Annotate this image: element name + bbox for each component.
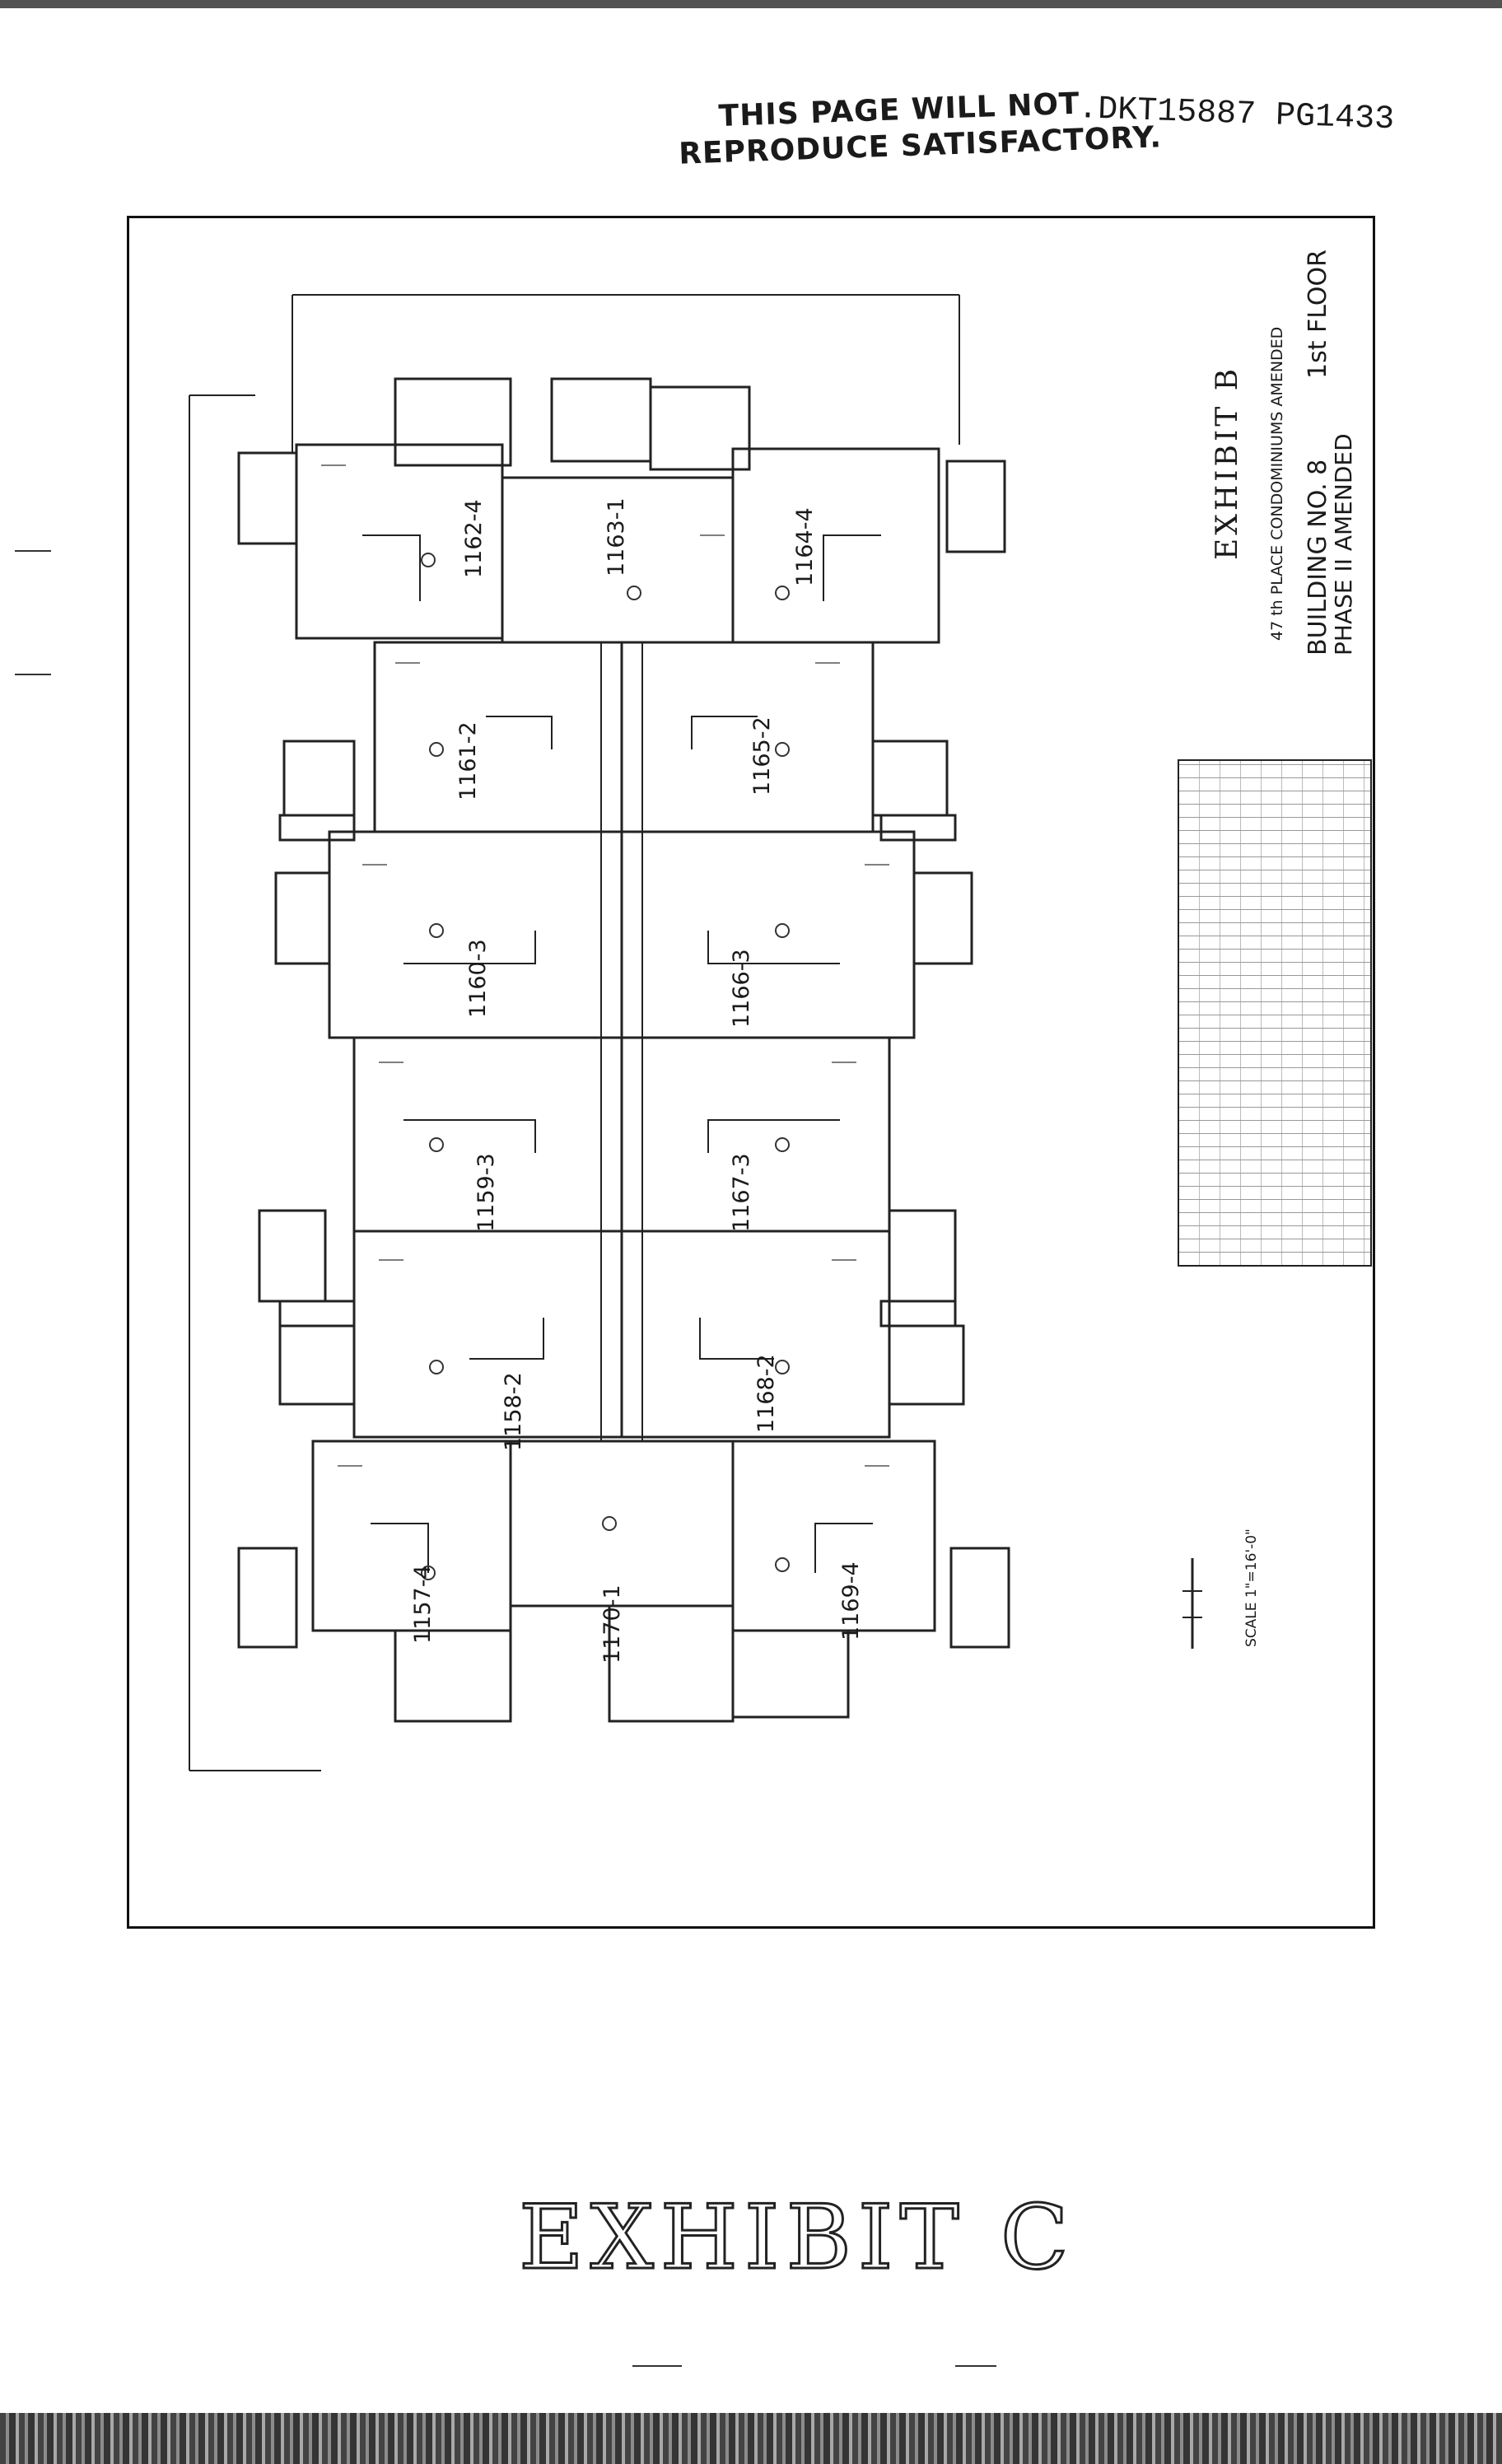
unit-label: 1170-1 bbox=[599, 1584, 625, 1664]
unit-label: 1168-2 bbox=[753, 1354, 779, 1433]
floor-plan-drawing bbox=[189, 294, 1010, 1771]
margin-mark bbox=[632, 2365, 682, 2367]
floor-label: 1st FLOOR bbox=[1304, 250, 1332, 379]
unit-label: 1166-3 bbox=[729, 949, 754, 1028]
building-number: BUILDING NO. 8 bbox=[1304, 459, 1332, 656]
unit-label: 1157-4 bbox=[410, 1565, 436, 1644]
unit-label: 1160-3 bbox=[465, 939, 491, 1018]
drawing-frame bbox=[127, 216, 1375, 1929]
unit-label: 1158-2 bbox=[501, 1372, 526, 1451]
unit-label: 1161-2 bbox=[455, 721, 481, 800]
unit-label: 1164-4 bbox=[792, 507, 818, 586]
unit-label: 1159-3 bbox=[473, 1153, 499, 1232]
margin-mark bbox=[15, 674, 51, 675]
margin-mark bbox=[15, 550, 51, 552]
unit-label: 1165-2 bbox=[749, 716, 775, 796]
unit-label: 1163-1 bbox=[604, 497, 629, 576]
exhibit-b-label: EXHIBIT B bbox=[1210, 365, 1244, 560]
unit-schedule-table bbox=[1178, 759, 1372, 1267]
margin-mark bbox=[955, 2365, 996, 2367]
project-name: 47 th PLACE CONDOMINIUMS AMENDED bbox=[1268, 326, 1286, 641]
unit-label: 1167-3 bbox=[729, 1153, 754, 1232]
scale-label: SCALE 1"=16'-0" bbox=[1243, 1528, 1260, 1647]
scale-bar-icon bbox=[1182, 1558, 1202, 1649]
scan-edge-top bbox=[0, 0, 1502, 8]
unit-label: 1162-4 bbox=[461, 499, 487, 578]
unit-label: 1169-4 bbox=[838, 1561, 864, 1640]
phase-label: PHASE II AMENDED bbox=[1330, 433, 1357, 656]
scan-edge-bottom bbox=[0, 2413, 1502, 2464]
exhibit-c-label: EXHIBIT C bbox=[518, 2186, 1075, 2291]
